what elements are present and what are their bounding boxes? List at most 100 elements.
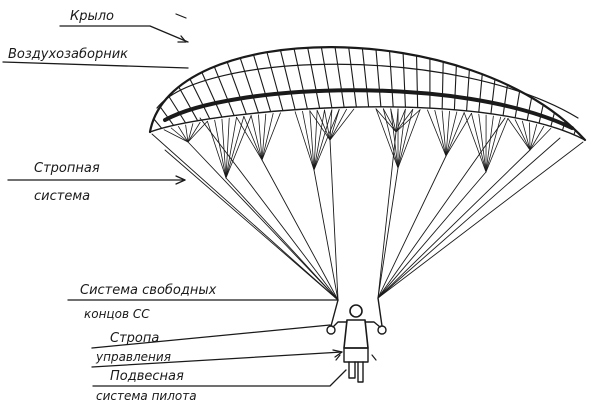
canopy-rib	[526, 97, 533, 121]
main-line	[377, 141, 584, 299]
cascade-line	[427, 109, 447, 157]
label-air-intake: Воздухозаборник	[8, 47, 128, 62]
canopy-rib	[334, 46, 345, 108]
cascade-line	[514, 119, 531, 151]
canopy-rib	[252, 54, 272, 113]
cascade-line	[329, 108, 355, 141]
label-harness-2: система пилота	[96, 389, 197, 403]
cascade-line	[206, 120, 227, 179]
canopy-rib	[201, 71, 223, 118]
canopy-rib	[502, 84, 508, 117]
canopy-ribs	[153, 46, 576, 136]
label-risers-2: концов СС	[84, 307, 150, 321]
canopy-rib	[389, 50, 394, 108]
cascade-line	[445, 112, 472, 157]
cascade-line	[316, 109, 331, 141]
main-line	[377, 171, 487, 299]
cascade-line	[521, 120, 531, 151]
suspension-lines	[151, 108, 584, 327]
cascade-line	[225, 116, 237, 179]
cascade-line	[529, 125, 545, 151]
cascade-line	[243, 115, 263, 161]
cascade-line	[382, 108, 397, 133]
cascade-line	[225, 115, 252, 179]
cascade-line	[313, 109, 325, 171]
cascade-line	[187, 120, 208, 143]
cascade-line	[329, 108, 347, 141]
cascade-line	[170, 127, 189, 143]
cascade-line	[445, 112, 465, 157]
canopy-rib	[168, 95, 187, 124]
labels: Крыло Воздухозаборник Стропная система С…	[8, 9, 217, 403]
canopy-rib	[307, 47, 321, 109]
cascade-line	[324, 109, 331, 141]
cascade-line	[529, 124, 538, 151]
canopy-rib	[159, 106, 175, 127]
cascade-line	[397, 108, 414, 169]
cascade-line	[478, 113, 487, 173]
wing-canopy	[148, 46, 587, 142]
cascade-line	[225, 117, 230, 179]
main-line	[377, 167, 399, 299]
canopy-rib	[466, 69, 470, 112]
cascade-line	[485, 116, 502, 173]
main-line	[329, 139, 339, 301]
canopy-rib	[415, 55, 419, 109]
canopy-rib	[478, 73, 483, 113]
canopy-rib	[279, 49, 296, 111]
cascade-line	[529, 128, 552, 151]
cascade-line	[309, 110, 315, 171]
cascade-line	[441, 110, 447, 157]
canopy-rib	[153, 118, 163, 129]
cascade-line	[187, 123, 194, 143]
canopy-rib	[226, 61, 247, 115]
canopy-rib	[441, 61, 444, 110]
right-riser	[377, 297, 383, 327]
cascade-line	[434, 109, 447, 157]
canopy-rib	[514, 90, 521, 119]
canopy-rib	[375, 48, 382, 108]
cascade-line	[309, 110, 331, 141]
canopy-rib	[361, 47, 370, 108]
canopy-rib	[561, 120, 566, 131]
main-line	[377, 155, 447, 299]
cascade-line	[507, 118, 531, 151]
canopy-rib	[348, 46, 357, 108]
canopy-rib	[538, 104, 544, 124]
label-control-line-1: Стропа	[110, 331, 159, 346]
cascade-line	[163, 129, 189, 143]
cascade-line	[214, 119, 227, 179]
label-harness-1: Подвесная	[110, 369, 184, 384]
cascade-line	[375, 108, 399, 169]
cascade-line	[485, 115, 494, 173]
cascade-line	[397, 108, 406, 169]
cascade-line	[313, 109, 333, 171]
cascade-line	[261, 112, 281, 161]
cascade-line	[261, 113, 267, 161]
canopy-rib	[239, 57, 260, 114]
cascade-line	[313, 109, 340, 171]
main-line	[261, 159, 339, 301]
cascade-line	[397, 109, 421, 169]
cascade-line	[445, 110, 450, 157]
cascade-line	[471, 112, 487, 173]
canopy-rib	[402, 52, 406, 108]
main-line	[377, 131, 397, 299]
cascade-line	[185, 124, 189, 143]
label-risers-1: Система свободных	[80, 283, 217, 298]
main-line	[377, 137, 561, 299]
canopy-rib	[453, 64, 457, 111]
pilot-figure	[326, 304, 387, 383]
main-line	[164, 149, 339, 301]
cascade-line	[250, 115, 263, 161]
main-line	[225, 177, 339, 301]
canopy-rib	[266, 51, 284, 112]
main-line	[377, 117, 506, 299]
cascade-line	[178, 126, 189, 143]
label-control-line-2: управления	[95, 350, 171, 364]
canopy-rib	[490, 78, 496, 115]
cascade-line	[294, 111, 315, 171]
main-line	[187, 141, 339, 301]
cascade-line	[382, 108, 399, 169]
